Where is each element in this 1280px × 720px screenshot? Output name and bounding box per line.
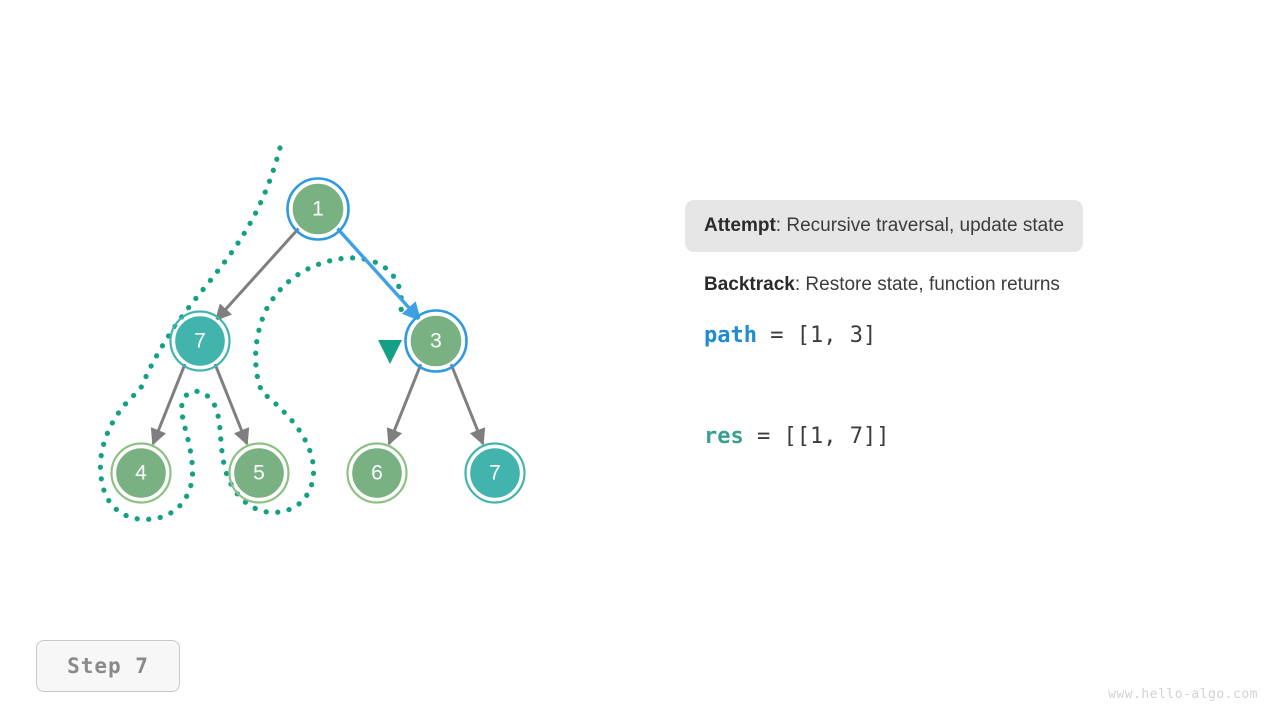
- tree-node-3[interactable]: 3: [404, 309, 468, 373]
- backtrack-line: Backtrack: Restore state, function retur…: [685, 273, 1245, 297]
- tree-node-7-right-label: 7: [489, 462, 501, 485]
- binary-tree-diagram: 1 7 3 4 5 6: [97, 145, 526, 522]
- tree-node-7-left[interactable]: 7: [169, 310, 231, 372]
- path-variable-line: path = [1, 3]: [685, 323, 1245, 349]
- trace-arrowhead-icon: [378, 340, 402, 364]
- attempt-keyword: Attempt: [704, 215, 776, 236]
- res-variable-name: res: [704, 424, 744, 449]
- edge-1-to-7L: [214, 226, 301, 322]
- tree-node-4[interactable]: 4: [110, 442, 172, 504]
- edge-3-to-7R: [449, 363, 486, 446]
- edge-7L-to-4: [150, 363, 187, 446]
- step-badge-label: Step 7: [67, 654, 149, 678]
- tree-nodes: 1 7 3 4 5 6: [110, 177, 526, 504]
- tree-node-3-label: 3: [430, 330, 442, 353]
- explanation-panel: Attempt: Recursive traversal, update sta…: [685, 200, 1245, 450]
- tree-node-7-right[interactable]: 7: [464, 442, 526, 504]
- backtrack-text: Restore state, function returns: [805, 274, 1060, 295]
- tree-node-7-left-label: 7: [194, 330, 206, 353]
- watermark-text: www.hello-algo.com: [1108, 687, 1258, 702]
- path-assign: =: [756, 323, 797, 348]
- step-badge: Step 7: [36, 640, 180, 692]
- watermark: www.hello-algo.com: [1108, 687, 1258, 702]
- tree-node-6-label: 6: [371, 462, 383, 485]
- edge-7L-to-5: [213, 363, 250, 446]
- tree-node-5[interactable]: 5: [228, 442, 290, 504]
- tree-node-1-label: 1: [312, 198, 324, 221]
- res-assign: =: [743, 424, 784, 449]
- tree-edges: [150, 226, 486, 446]
- dfs-trace-path: [97, 145, 404, 522]
- edge-1-to-3: [335, 226, 422, 322]
- attempt-text: Recursive traversal, update state: [786, 215, 1065, 236]
- path-variable-name: path: [704, 323, 757, 348]
- attempt-separator: :: [775, 215, 787, 236]
- res-variable-line: res = [[1, 7]]: [685, 424, 1245, 450]
- tree-node-1[interactable]: 1: [286, 177, 350, 241]
- res-value: [[1, 7]]: [783, 424, 890, 449]
- edge-3-to-6: [386, 363, 423, 446]
- tree-node-5-label: 5: [253, 462, 265, 485]
- backtrack-separator: :: [794, 274, 806, 295]
- tree-node-6[interactable]: 6: [346, 442, 408, 504]
- attempt-line: Attempt: Recursive traversal, update sta…: [685, 200, 1084, 252]
- backtrack-keyword: Backtrack: [704, 274, 795, 295]
- tree-node-4-label: 4: [135, 462, 147, 485]
- path-value: [1, 3]: [796, 323, 877, 348]
